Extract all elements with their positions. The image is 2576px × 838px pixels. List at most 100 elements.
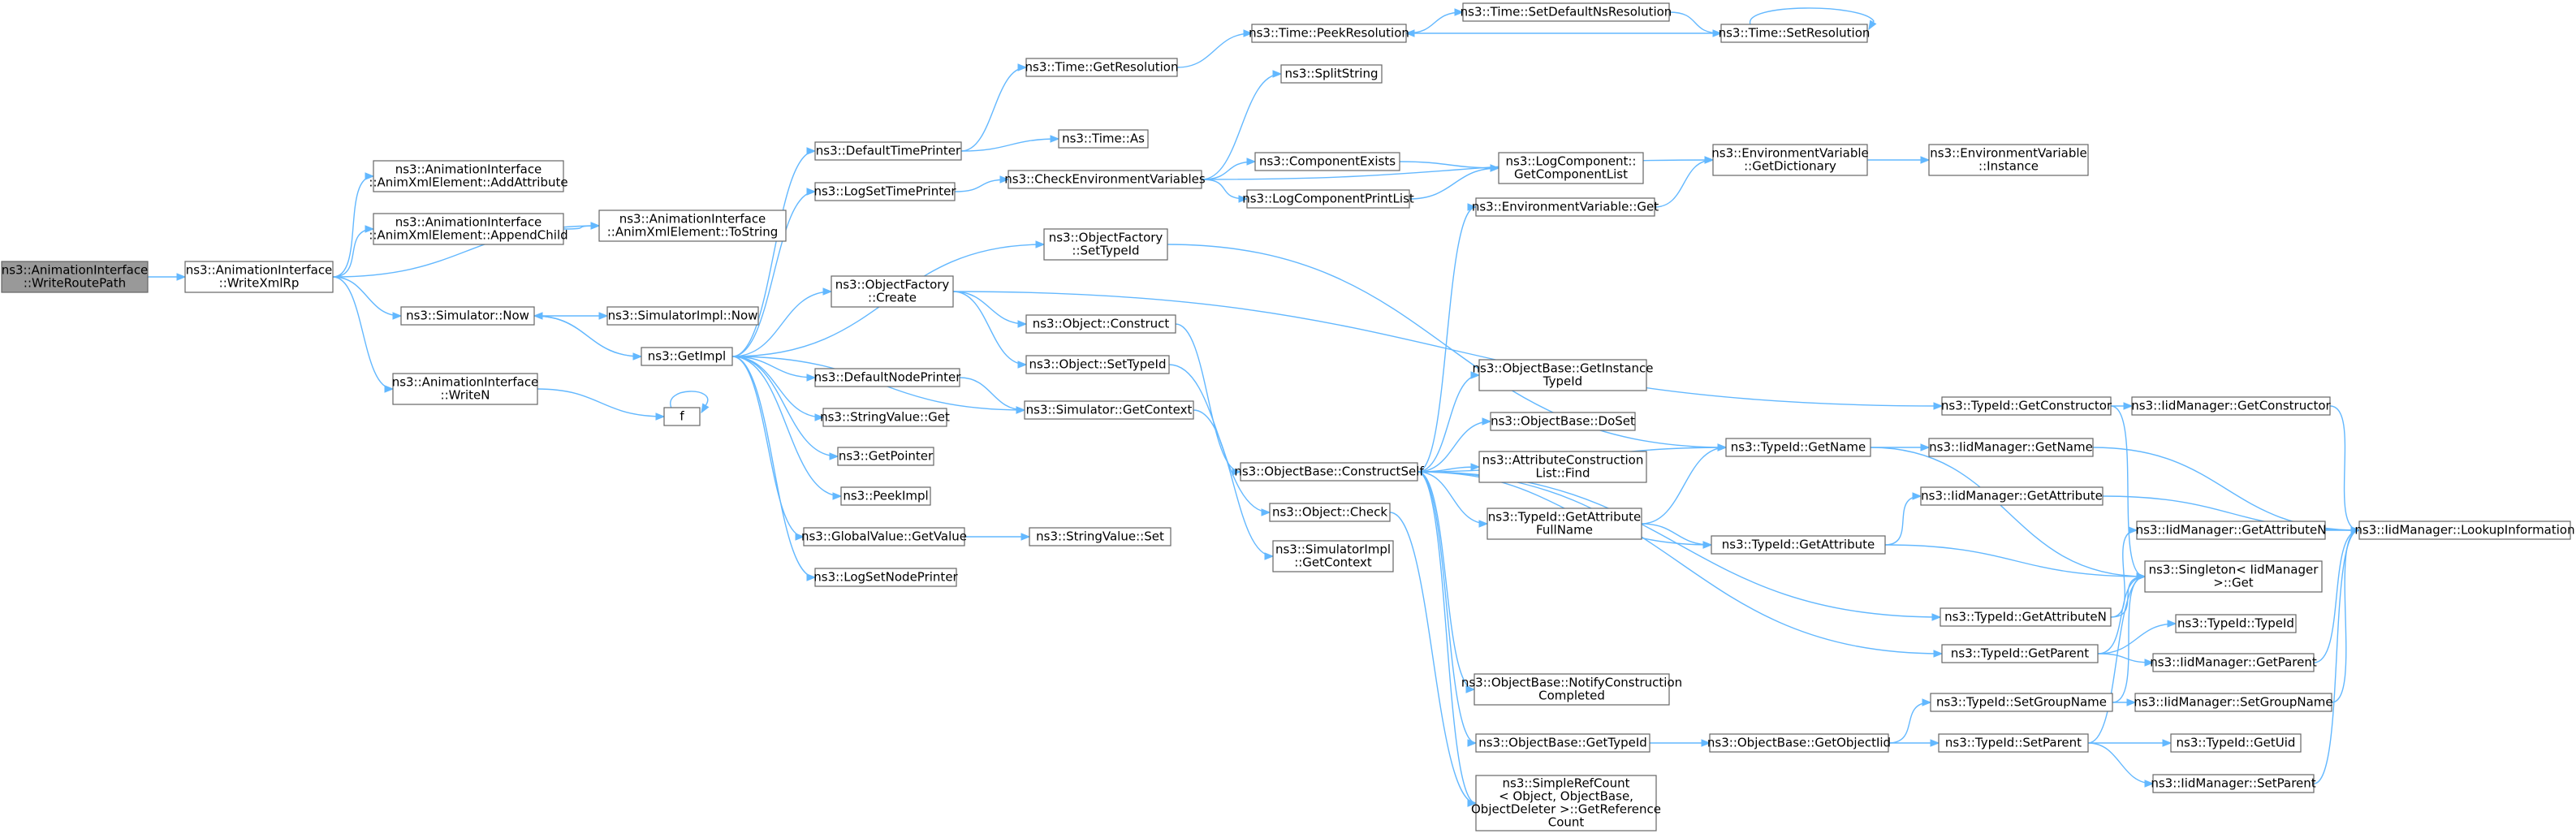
edge-arrowhead <box>1272 70 1283 78</box>
node-iidManagerSetParent[interactable]: ns3::IidManager::SetParent <box>2151 774 2316 793</box>
node-typeIdSetGroupName[interactable]: ns3::TypeId::SetGroupName <box>1930 693 2113 712</box>
node-box <box>400 306 535 326</box>
node-objectBaseDoSet[interactable]: ns3::ObjectBase::DoSet <box>1490 412 1636 431</box>
node-objectBaseNotifyConstructionCompleted[interactable]: ns3::ObjectBase::NotifyConstructionCompl… <box>1461 673 1682 706</box>
node-iidManagerSetGroupName[interactable]: ns3::IidManager::SetGroupName <box>2134 693 2333 712</box>
node-typeIdGetAttribute[interactable]: ns3::TypeId::GetAttribute <box>1711 535 1886 555</box>
node-envVarGetDictionary[interactable]: ns3::EnvironmentVariable::GetDictionary <box>1711 144 1869 176</box>
node-box <box>1709 733 1889 753</box>
node-envVarInstance[interactable]: ns3::EnvironmentVariable::Instance <box>1928 144 2089 176</box>
edge-typeIdGetAttributeN-to-singletonGet <box>2110 572 2147 618</box>
node-timeAs[interactable]: ns3::Time::As <box>1058 129 1149 149</box>
node-logSetNodePrinter[interactable]: ns3::LogSetNodePrinter <box>813 568 959 587</box>
edge-line <box>332 276 394 390</box>
node-writeRoutePath[interactable]: ns3::AnimationInterface::WriteRoutePath <box>1 261 149 293</box>
node-objectBaseGetTypeId[interactable]: ns3::ObjectBase::GetTypeId <box>1475 733 1650 753</box>
node-timePeekResolution[interactable]: ns3::Time::PeekResolution <box>1249 24 1409 43</box>
node-stringValueSet[interactable]: ns3::StringValue::Set <box>1029 527 1171 546</box>
edge-arrowhead <box>806 374 817 382</box>
node-getImpl[interactable]: ns3::GetImpl <box>641 347 733 366</box>
node-writeXmlRp[interactable]: ns3::AnimationInterface::WriteXmlRp <box>184 261 334 293</box>
node-box <box>2170 733 2302 753</box>
node-label: ::GetContext <box>1294 555 1372 570</box>
edge-getImpl-to-logSetNodePrinter <box>731 356 817 581</box>
node-f[interactable]: f <box>663 407 701 426</box>
edge-arrowhead <box>806 147 817 155</box>
node-logSetTimePrinter[interactable]: ns3::LogSetTimePrinter <box>813 182 956 201</box>
node-iidManagerGetName[interactable]: ns3::IidManager::GetName <box>1928 438 2094 457</box>
edge-arrowhead <box>1467 739 1478 747</box>
node-box <box>814 368 960 387</box>
node-iidManagerGetConstructor[interactable]: ns3::IidManager::GetConstructor <box>2131 396 2332 416</box>
node-simNow[interactable]: ns3::Simulator::Now <box>400 306 535 326</box>
edge-arrowhead <box>1454 8 1465 16</box>
node-logComponentPrintList[interactable]: ns3::LogComponentPrintList <box>1242 189 1414 209</box>
node-simImplGetContext[interactable]: ns3::SimulatorImpl::GetContext <box>1272 540 1394 572</box>
node-typeIdTypeId[interactable]: ns3::TypeId::TypeId <box>2175 614 2297 633</box>
node-appendChild[interactable]: ns3::AnimationInterface::AnimXmlElement:… <box>369 213 568 245</box>
node-typeIdGetConstructor[interactable]: ns3::TypeId::GetConstructor <box>1941 396 2112 416</box>
node-label: ns3::EnvironmentVariable::Get <box>1472 200 1659 214</box>
edge-typeIdGetName-to-singletonGet <box>1870 447 2147 581</box>
node-objectCheck[interactable]: ns3::Object::Check <box>1269 503 1391 522</box>
node-box <box>1251 24 1407 43</box>
node-objectBaseGetObjectIid[interactable]: ns3::ObjectBase::GetObjectIid <box>1707 733 1891 753</box>
node-timeSetDefaultNsResolution[interactable]: ns3::Time::SetDefaultNsResolution <box>1461 2 1672 22</box>
node-simImplNow[interactable]: ns3::SimulatorImpl::Now <box>606 306 759 326</box>
node-objFactorySetTypeId[interactable]: ns3::ObjectFactory::SetTypeId <box>1043 228 1168 261</box>
node-iidManagerLookupInformation[interactable]: ns3::IidManager::LookupInformation <box>2354 521 2575 540</box>
node-checkEnvVars[interactable]: ns3::CheckEnvironmentVariables <box>1004 170 1206 189</box>
node-typeIdGetName[interactable]: ns3::TypeId::GetName <box>1725 438 1871 457</box>
edge-arrowhead <box>392 312 403 320</box>
node-typeIdGetUid[interactable]: ns3::TypeId::GetUid <box>2170 733 2302 753</box>
node-box <box>2152 653 2315 672</box>
node-globalValueGetValue[interactable]: ns3::GlobalValue::GetValue <box>801 527 967 546</box>
node-simpleRefCountGetRefCount[interactable]: ns3::SimpleRefCount< Object, ObjectBase,… <box>1471 775 1661 832</box>
node-box <box>598 210 787 242</box>
node-componentExists[interactable]: ns3::ComponentExists <box>1254 152 1400 171</box>
edge-line <box>1417 471 1477 804</box>
node-objFactoryCreate[interactable]: ns3::ObjectFactory::Create <box>831 275 954 308</box>
node-splitString[interactable]: ns3::SplitString <box>1280 64 1383 84</box>
node-box <box>1490 412 1636 431</box>
node-label: ns3::Object::Check <box>1272 505 1387 520</box>
node-iidManagerGetParent[interactable]: ns3::IidManager::GetParent <box>2150 653 2317 672</box>
node-timeGetResolution[interactable]: ns3::Time::GetResolution <box>1025 58 1179 77</box>
node-objectConstruct[interactable]: ns3::Object::Construct <box>1025 314 1176 334</box>
node-objectSetTypeId[interactable]: ns3::Object::SetTypeId <box>1025 355 1170 374</box>
node-stringValueGet[interactable]: ns3::StringValue::Get <box>820 408 950 427</box>
node-box <box>1462 2 1670 22</box>
node-label: ns3::Simulator::Now <box>406 309 529 323</box>
node-objectBaseConstructSelf[interactable]: ns3::ObjectBase::ConstructSelf <box>1234 462 1424 482</box>
node-peekImpl[interactable]: ns3::PeekImpl <box>840 486 931 506</box>
node-defaultTimePrinter[interactable]: ns3::DefaultTimePrinter <box>814 141 962 161</box>
node-iidManagerGetAttributeN[interactable]: ns3::IidManager::GetAttributeN <box>2136 521 2327 540</box>
node-logComponentGetList[interactable]: ns3::LogComponent::GetComponentList <box>1498 152 1644 184</box>
edge-getImpl-to-globalValueGetValue <box>731 356 805 541</box>
node-label: ::SetTypeId <box>1072 244 1139 258</box>
edge-line <box>1884 495 1922 546</box>
node-typeIdSetParent[interactable]: ns3::TypeId::SetParent <box>1938 733 2089 753</box>
node-toString[interactable]: ns3::AnimationInterface::AnimXmlElement:… <box>598 210 787 242</box>
node-typeIdGetAttributeN[interactable]: ns3::TypeId::GetAttributeN <box>1940 607 2112 627</box>
edge-arrowhead <box>2144 659 2155 667</box>
node-singletonGet[interactable]: ns3::Singleton< IidManager>::Get <box>2144 560 2323 593</box>
node-iidManagerGetAttribute[interactable]: ns3::IidManager::GetAttribute <box>1920 486 2104 506</box>
node-simGetContext[interactable]: ns3::Simulator::GetContext <box>1024 400 1194 420</box>
edge-appendChild-to-toString <box>563 222 601 230</box>
node-addAttribute[interactable]: ns3::AnimationInterface::AnimXmlElement:… <box>369 160 568 192</box>
node-timeSetResolution[interactable]: ns3::Time::SetResolution <box>1719 24 1871 43</box>
node-typeIdGetParent[interactable]: ns3::TypeId::GetParent <box>1941 644 2099 663</box>
edge-f-to-f <box>670 391 710 414</box>
node-box <box>1928 438 2094 457</box>
node-defaultNodePrinter[interactable]: ns3::DefaultNodePrinter <box>814 368 962 387</box>
node-getPointer[interactable]: ns3::GetPointer <box>837 447 934 466</box>
node-writeN[interactable]: ns3::AnimationInterface::WriteN <box>392 373 539 405</box>
node-envVarGet[interactable]: ns3::EnvironmentVariable::Get <box>1472 197 1659 217</box>
edge-line <box>959 377 1025 411</box>
node-box <box>1024 400 1194 420</box>
node-box <box>2136 521 2326 540</box>
